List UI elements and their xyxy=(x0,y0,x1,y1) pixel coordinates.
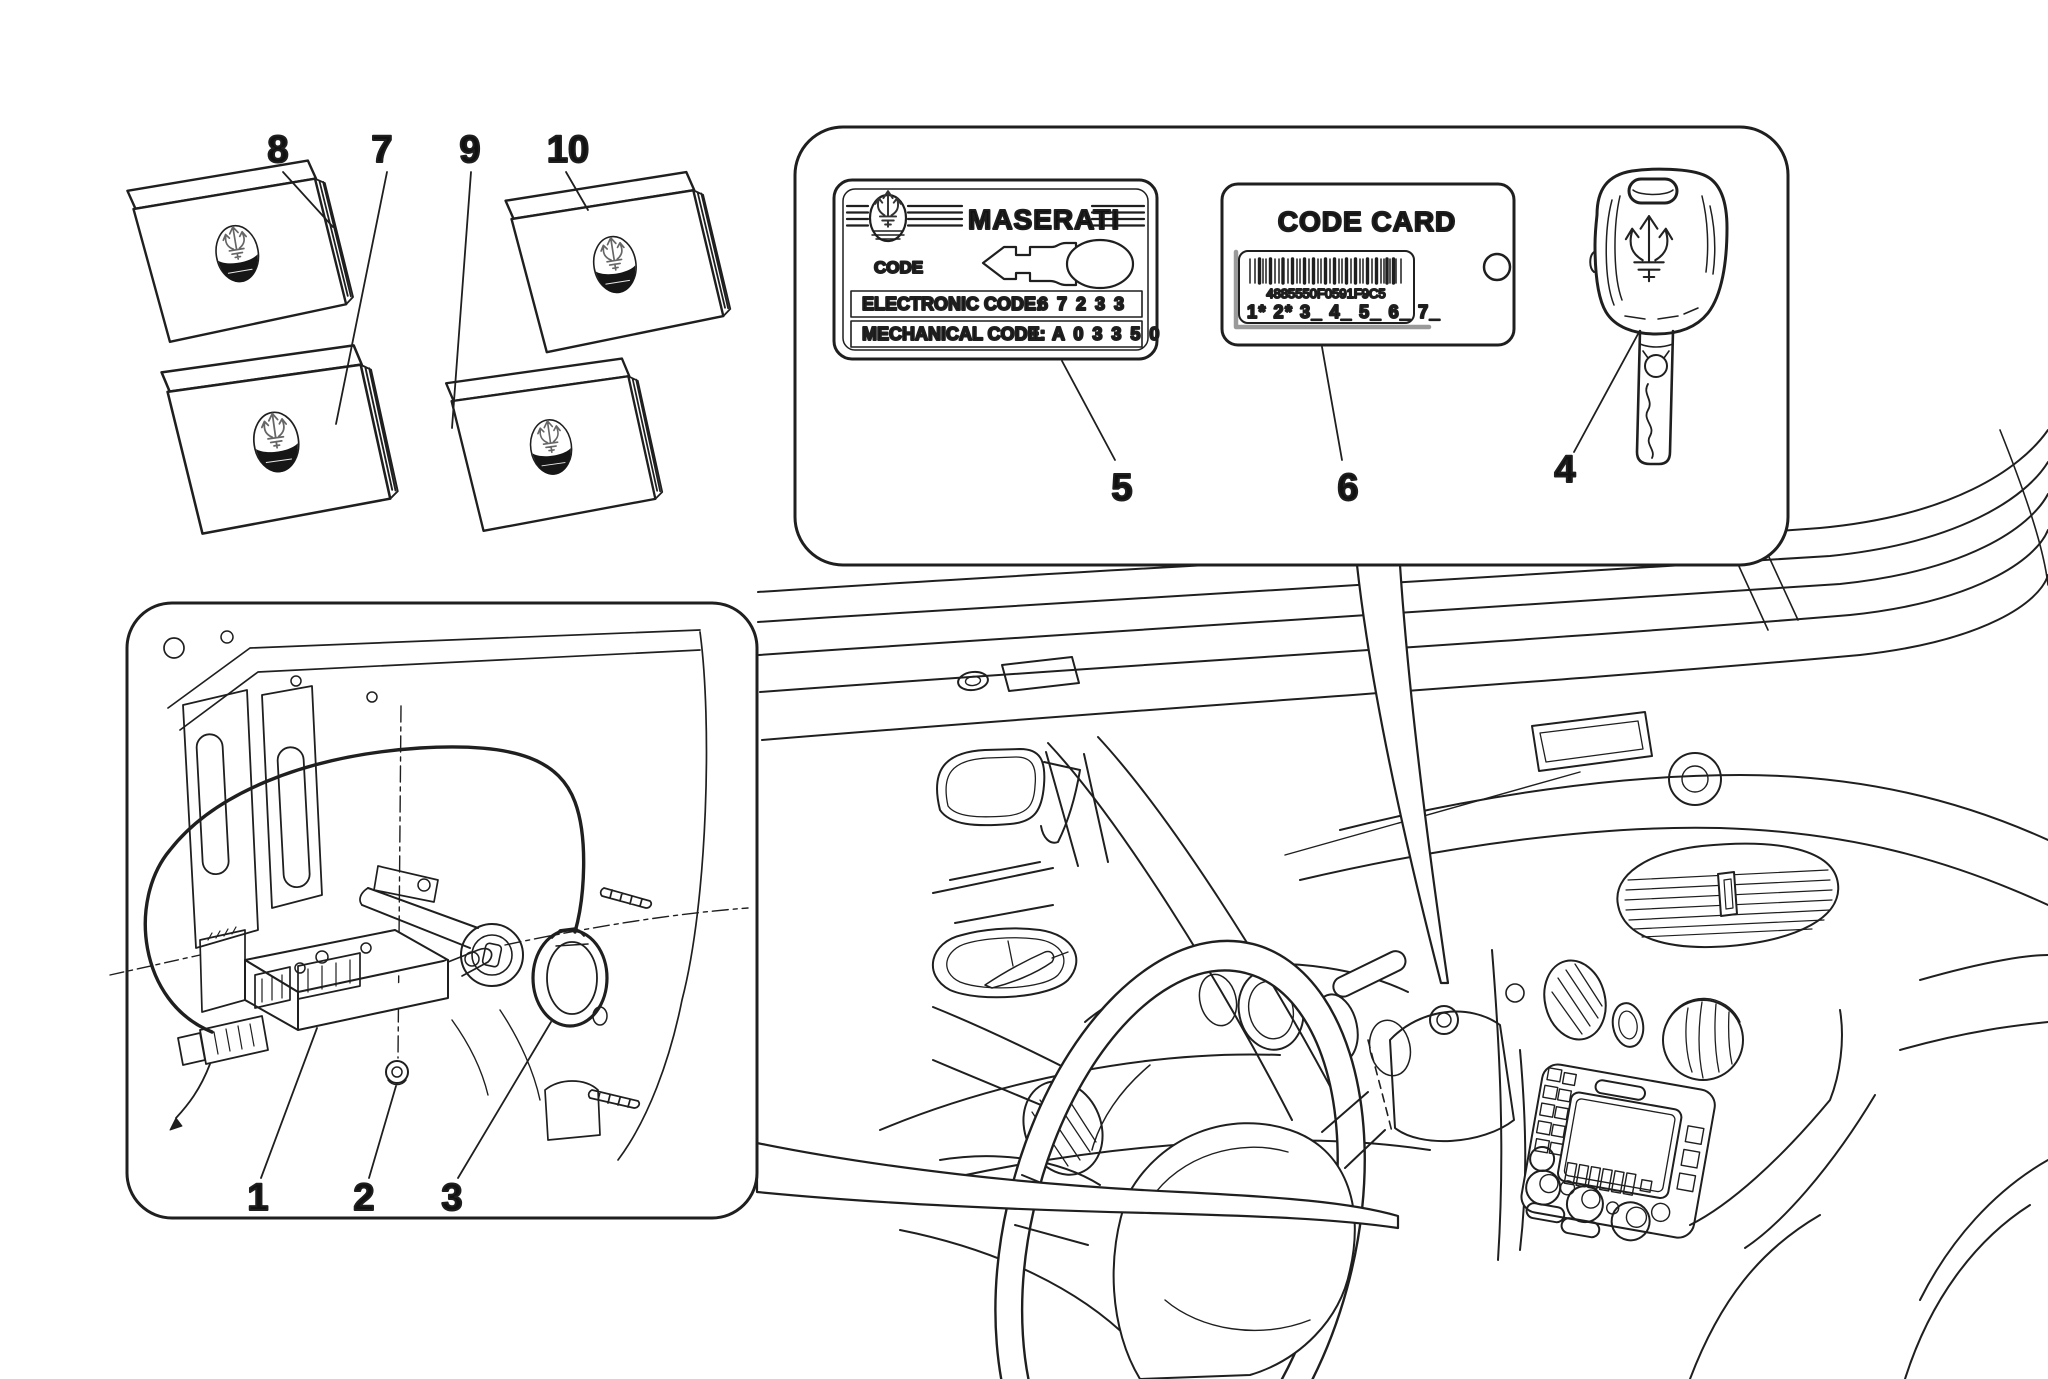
mechanical-code-value: L A 0 3 3 5 0 xyxy=(1033,324,1161,344)
callout-3-leader xyxy=(457,1021,552,1179)
callout-9-leader xyxy=(451,171,472,429)
callout-7-leader xyxy=(335,171,388,425)
callout-4-leader xyxy=(1573,333,1639,453)
console-pill-button xyxy=(1560,1217,1601,1239)
mounting-brackets xyxy=(182,685,323,949)
callout-number-2: 2 xyxy=(353,1177,374,1219)
code-card: CODE CARD 4885550F0591F9C5 1* 2* 3_ 4_ 5… xyxy=(1220,182,1516,347)
mechanical-code-label: MECHANICAL CODE: xyxy=(862,324,1046,344)
barcode-icon xyxy=(1249,257,1402,285)
envelope-8 xyxy=(127,157,355,345)
callout-number-4: 4 xyxy=(1554,449,1575,491)
code-card-title: CODE CARD xyxy=(1278,206,1457,237)
callout-number-3: 3 xyxy=(441,1177,462,1219)
radio-knob-right xyxy=(1610,1201,1651,1242)
steering-wheel xyxy=(994,939,1386,1379)
harness-connector xyxy=(169,1015,269,1131)
envelope-7 xyxy=(162,342,400,536)
immobilizer-drawing xyxy=(109,629,749,1161)
header-lamp xyxy=(1001,656,1080,692)
door-handle-icon xyxy=(931,927,1078,999)
antenna-ring xyxy=(531,927,609,1028)
electronic-code-label: ELECTRONIC CODE: xyxy=(862,294,1042,314)
console-left-vent xyxy=(1543,959,1607,1041)
side-mirror-icon xyxy=(936,748,1046,827)
envelope-9 xyxy=(446,356,664,534)
top-callout-pointer xyxy=(1355,563,1450,985)
callout-number-6: 6 xyxy=(1337,467,1358,509)
key-code-panel: MASERATI CODE ELECTRONIC CODE: 6 7 2 3 3… xyxy=(793,125,1790,567)
callout-1-leader xyxy=(260,1027,318,1179)
barcode-number: 4885550F0591F9C5 xyxy=(1266,286,1385,301)
a-pillar xyxy=(1047,736,1341,1121)
callout-number-5: 5 xyxy=(1111,467,1132,509)
callout-number-7: 7 xyxy=(371,129,392,171)
radio-preset-row xyxy=(1563,1161,1653,1196)
console-oval-control xyxy=(1611,1002,1645,1048)
turn-signal-stalk xyxy=(1332,950,1407,998)
card-hole-icon xyxy=(1482,252,1512,282)
ignition-switch-icon xyxy=(1429,1005,1459,1035)
immobilizer-ecu xyxy=(199,926,493,1031)
code-word: CODE xyxy=(874,258,923,277)
antenna-cable xyxy=(143,745,586,1034)
electronic-code-value: 6 7 2 3 3 xyxy=(1038,294,1126,314)
dashboard-top xyxy=(1284,711,2048,1051)
radio-right-buttons xyxy=(1676,1125,1705,1193)
immobilizer-panel: 1 2 3 xyxy=(109,601,759,1220)
callout-2-leader xyxy=(368,1085,397,1179)
radio-knob-mid xyxy=(1565,1185,1604,1224)
envelope-10 xyxy=(506,169,733,355)
car-interior-drawing xyxy=(757,429,2048,1379)
callout-number-8: 8 xyxy=(267,129,288,171)
transmission-tunnel xyxy=(1689,1159,2048,1379)
maserati-code-label: MASERATI CODE ELECTRONIC CODE: 6 7 2 3 3… xyxy=(832,178,1161,361)
dash-speaker-icon xyxy=(1668,752,1722,806)
callout-5-leader xyxy=(1061,360,1116,461)
maserati-logo-icon xyxy=(868,190,908,243)
callout-number-1: 1 xyxy=(247,1177,268,1219)
steering-column xyxy=(1332,950,1515,1143)
lock-cylinder xyxy=(359,865,524,987)
callout-10-leader xyxy=(565,171,589,211)
brand-text: MASERATI xyxy=(968,204,1120,235)
callout-number-9: 9 xyxy=(459,129,480,171)
radio-cd-slot xyxy=(1594,1079,1647,1101)
code-envelopes: 8 7 9 10 xyxy=(127,128,733,536)
key-positions-row: 1* 2* 3_ 4_ 5_ 6_ 7_ xyxy=(1247,302,1441,322)
driver-door xyxy=(899,748,1131,1341)
callout-number-10: 10 xyxy=(547,129,589,171)
wheel-spoke xyxy=(1014,1091,1386,1246)
radio-head-unit xyxy=(1520,1063,1716,1242)
key-silhouette-icon xyxy=(981,238,1135,290)
center-dash-vent xyxy=(1616,842,1840,948)
header-screw-icon xyxy=(957,670,989,692)
callout-8-leader xyxy=(282,171,334,228)
transponder-key xyxy=(1589,167,1729,466)
defroster-panel xyxy=(1531,711,1653,772)
console-right-vent xyxy=(1662,997,1744,1081)
fixing-screw xyxy=(385,1060,409,1086)
airbag-hub xyxy=(1112,1122,1356,1379)
radio-button-grid xyxy=(1533,1067,1577,1156)
vent-tab xyxy=(1717,871,1738,917)
left-callout-pointer xyxy=(755,1141,1400,1230)
callout-6-leader xyxy=(1321,346,1343,461)
console-pill-button xyxy=(1525,1202,1566,1224)
center-console xyxy=(1491,949,1876,1261)
